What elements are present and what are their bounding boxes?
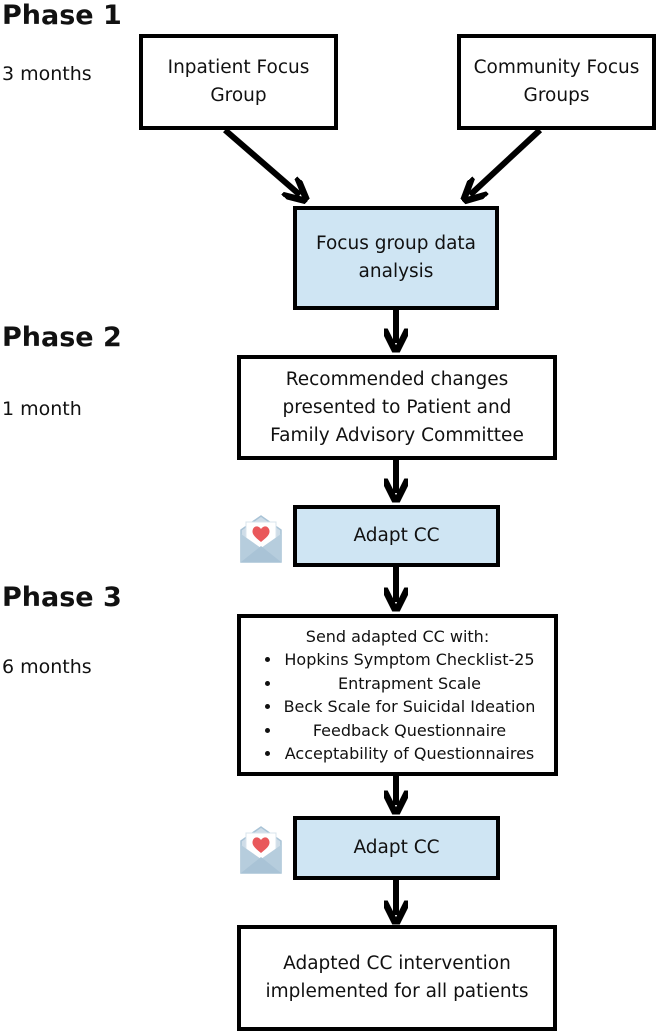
phase-3-title: Phase 3 [2, 582, 122, 613]
list-item: Beck Scale for Suicidal Ideation [282, 695, 536, 719]
phase-3-duration: 6 months [2, 656, 92, 678]
send-adapted-cc-box: Send adapted CC with: Hopkins Symptom Ch… [237, 614, 558, 776]
phase-2-title: Phase 2 [2, 322, 122, 353]
arrow-community-to-analysis [470, 127, 543, 195]
recommended-changes-box: Recommended changes presented to Patient… [237, 355, 557, 460]
list-item: Acceptability of Questionnaires [282, 742, 536, 766]
inpatient-focus-group-box: Inpatient Focus Group [139, 34, 338, 130]
list-item: Hopkins Symptom Checklist-25 [282, 648, 536, 672]
phase-1-duration: 3 months [2, 63, 92, 85]
community-focus-groups-box: Community Focus Groups [457, 34, 656, 130]
questionnaire-list: Hopkins Symptom Checklist-25 Entrapment … [260, 648, 536, 766]
phase-1-title: Phase 1 [2, 0, 122, 31]
envelope-heart-icon [240, 515, 282, 563]
adapt-cc-box-1: Adapt CC [293, 505, 500, 567]
phase-2-duration: 1 month [2, 398, 82, 420]
list-item: Feedback Questionnaire [282, 719, 536, 743]
envelope-heart-icon [240, 826, 282, 874]
send-heading: Send adapted CC with: [305, 626, 490, 646]
focus-group-analysis-box: Focus group data analysis [293, 206, 499, 310]
final-implementation-box: Adapted CC intervention implemented for … [237, 925, 557, 1031]
adapt-cc-box-2: Adapt CC [293, 816, 500, 880]
list-item: Entrapment Scale [282, 672, 536, 696]
arrow-inpatient-to-analysis [223, 127, 300, 195]
